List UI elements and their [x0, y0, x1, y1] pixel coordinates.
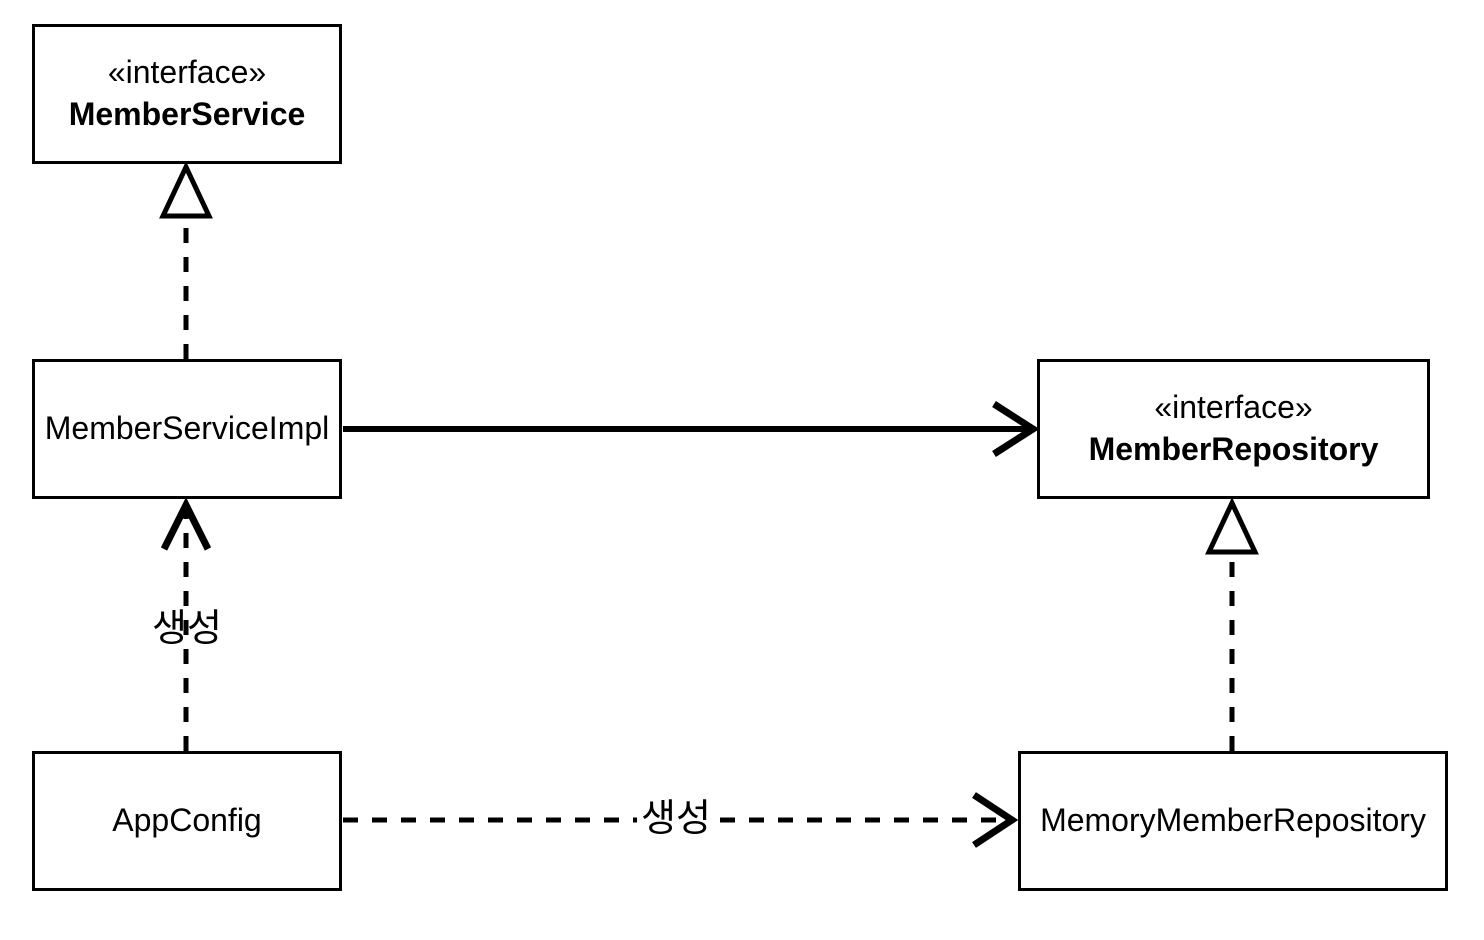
hollow-triangle-arrowhead-icon [159, 161, 213, 219]
edge-label-create-horizontal: 생성 [637, 798, 715, 840]
create-edge-appconfig-to-memberserviceimpl [160, 497, 212, 751]
realization-edge-memberserviceimpl-to-memberservice [159, 161, 213, 359]
node-app-config: AppConfig [32, 751, 342, 891]
member-service-impl-name: MemberServiceImpl [44, 410, 330, 447]
open-arrowhead-icon [972, 792, 1019, 848]
node-member-service: «interface» MemberService [32, 24, 342, 164]
open-arrowhead-icon [160, 497, 212, 551]
member-repository-name: MemberRepository [1088, 431, 1379, 467]
hollow-triangle-arrowhead-icon [1205, 497, 1259, 555]
node-member-repository: «interface» MemberRepository [1037, 359, 1430, 499]
member-service-name: MemberService [68, 96, 306, 132]
node-memory-member-repository: MemoryMemberRepository [1018, 751, 1448, 891]
realization-edge-memorymemberrepository-to-memberrepository [1205, 497, 1259, 751]
node-member-service-impl: MemberServiceImpl [32, 359, 342, 499]
memory-member-repository-name: MemoryMemberRepository [1040, 802, 1426, 839]
open-arrowhead-icon [992, 401, 1040, 457]
dependency-edge-memberserviceimpl-to-memberrepository [343, 401, 1040, 457]
member-service-stereotype: «interface» [107, 54, 267, 91]
edge-label-create-vertical: 생성 [152, 608, 222, 650]
app-config-name: AppConfig [112, 802, 262, 839]
member-repository-stereotype: «interface» [1154, 389, 1313, 426]
